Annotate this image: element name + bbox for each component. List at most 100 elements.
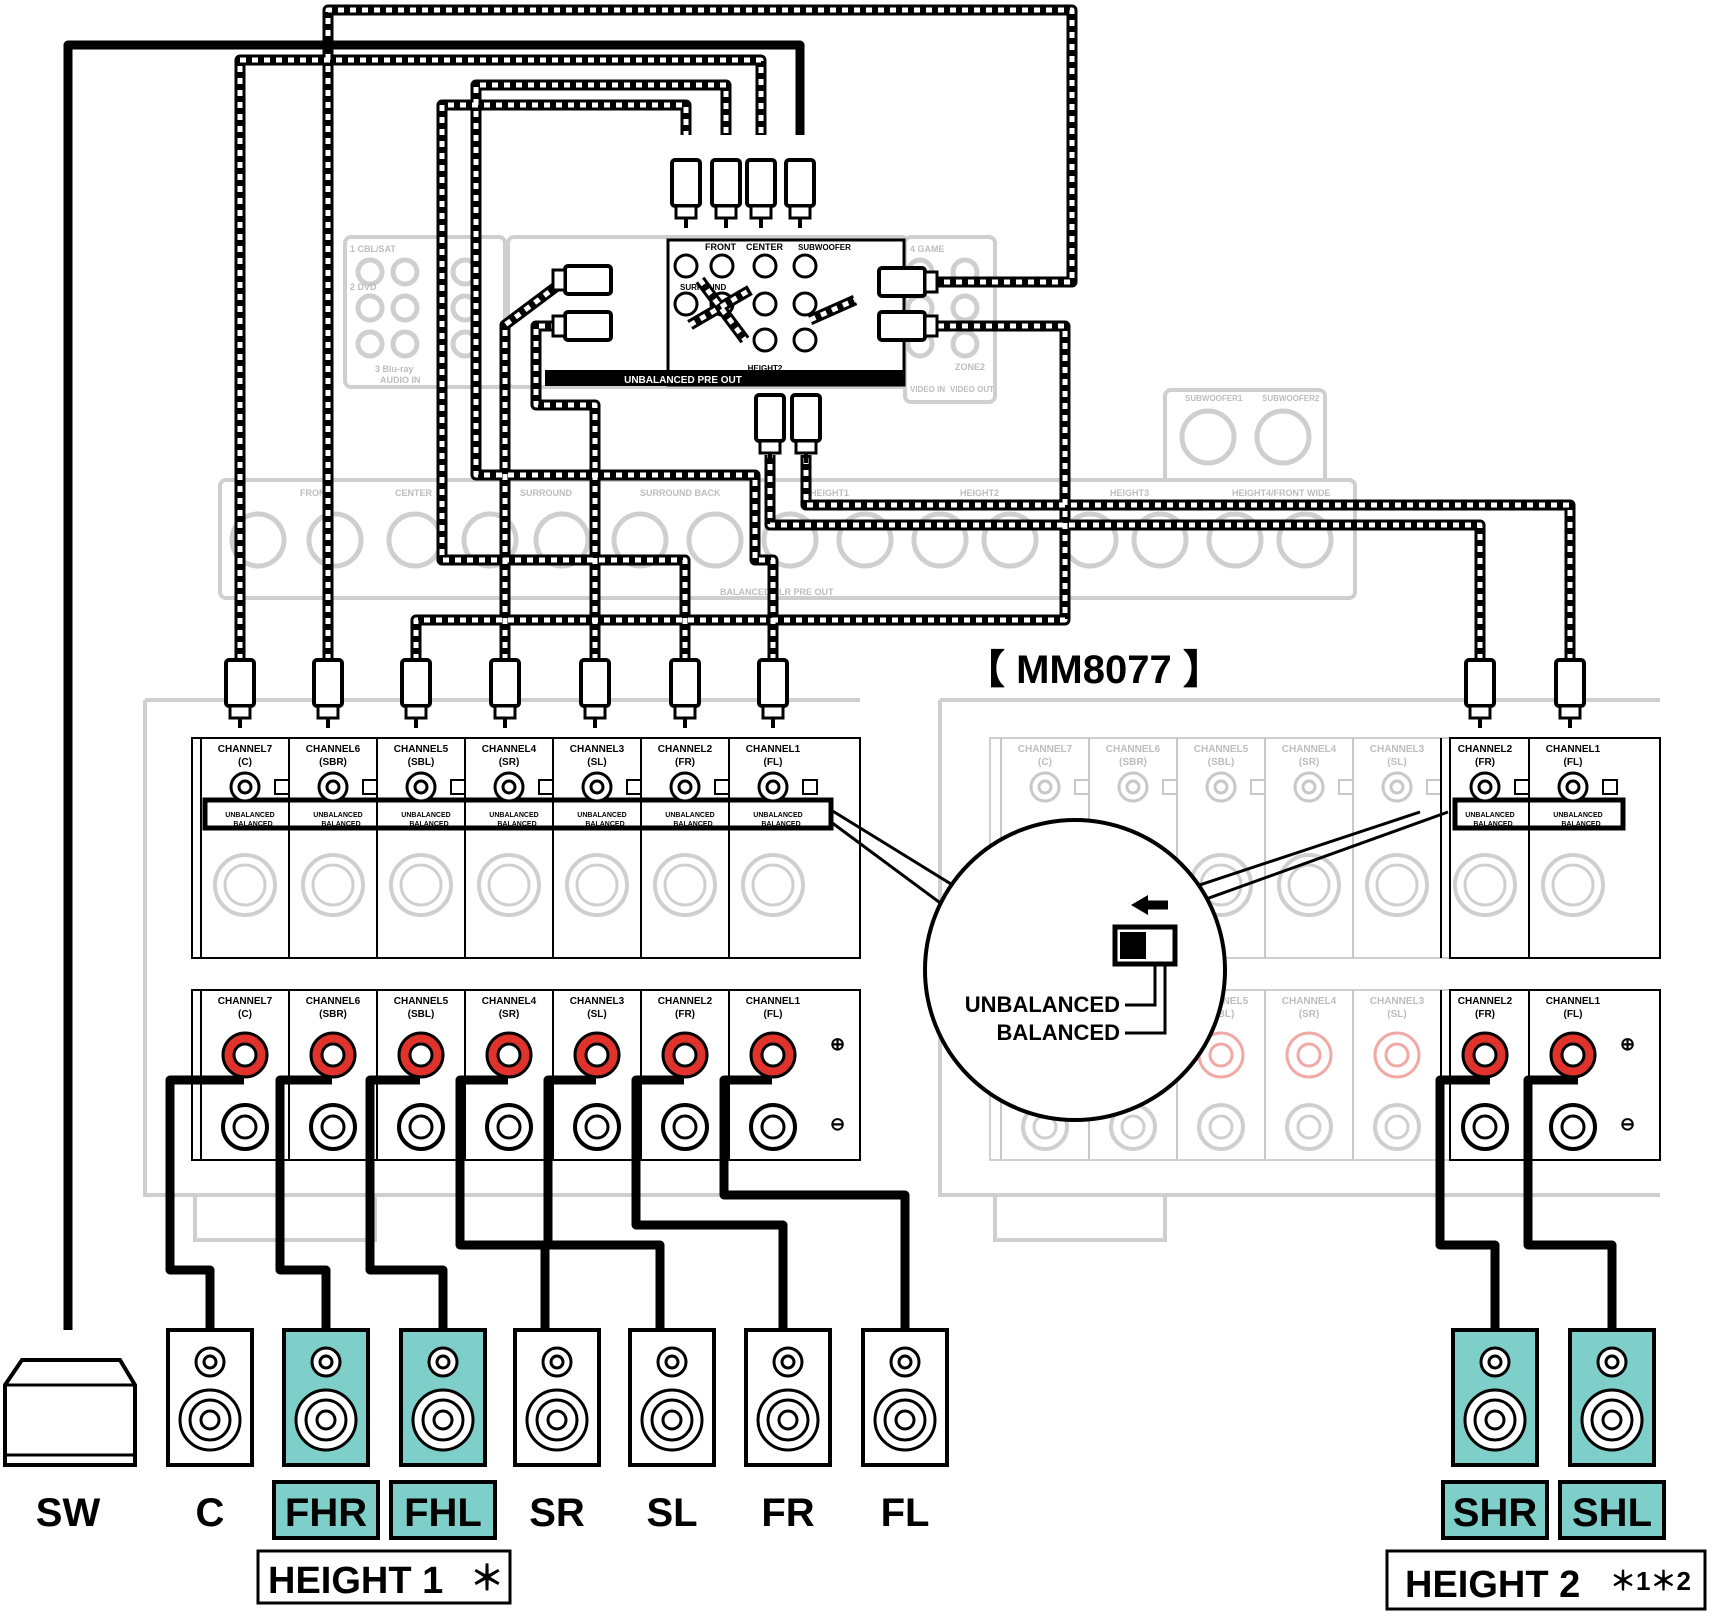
channel-name: CHANNEL6 <box>306 996 361 1007</box>
zone2-label: ZONE2 <box>955 362 985 372</box>
rca-plug <box>669 658 701 728</box>
height2-group: HEIGHT 2 ＊1＊2 <box>1385 1549 1707 1611</box>
channel-name: CHANNEL6 <box>1106 744 1161 755</box>
balance-switch[interactable] <box>450 779 466 795</box>
channel-name: CHANNEL4 <box>1282 996 1337 1007</box>
channel-strip: CHANNEL2(FR)UNBALANCEDBALANCEDCHANNEL2(F… <box>1440 738 1530 1160</box>
channel-name: CHANNEL4 <box>482 996 537 1007</box>
rca-plug <box>551 264 613 296</box>
rca-plug <box>551 310 613 342</box>
speaker-shl: SHL <box>1558 1328 1666 1540</box>
speaker-c: C <box>166 1328 254 1535</box>
channel-sub: (SBR) <box>319 1009 347 1020</box>
rca-plug <box>224 658 256 728</box>
channel-name: CHANNEL1 <box>746 996 801 1007</box>
switch-unbalanced-label: UNBALANCED <box>489 812 538 819</box>
receiver-panel: 1 CBL/SAT 2 DVD 3 Blu-ray 4 GAME AUDIO I… <box>218 235 1357 600</box>
channel-sub: (SBL) <box>408 1009 435 1020</box>
speaker-fhl: FHL <box>389 1328 497 1540</box>
zoom-balanced-label: BALANCED <box>997 1020 1120 1045</box>
channel-sub: (FL) <box>764 757 783 768</box>
speaker-label: C <box>196 1491 225 1535</box>
pre-out-height2: HEIGHT2 <box>748 364 783 373</box>
channel-name: CHANNEL7 <box>1018 744 1073 755</box>
height1-note: ＊ <box>470 1560 504 1598</box>
channel-name: CHANNEL7 <box>218 744 273 755</box>
balance-switch[interactable] <box>1074 779 1090 795</box>
balance-switch[interactable] <box>626 779 642 795</box>
channel-sub: (SR) <box>499 757 520 768</box>
balance-switch[interactable] <box>1338 779 1354 795</box>
height2-label: HEIGHT 2 <box>1405 1564 1580 1606</box>
balance-switch[interactable] <box>1514 779 1530 795</box>
channel-sub: (SR) <box>499 1009 520 1020</box>
speaker-label: FHL <box>404 1491 482 1535</box>
channel-strip: CHANNEL1(FL)UNBALANCEDBALANCEDCHANNEL1(F… <box>728 738 818 1160</box>
switch-balanced-label: BALANCED <box>761 821 800 828</box>
channel-sub: (C) <box>1038 757 1052 768</box>
balance-switch[interactable] <box>802 779 818 795</box>
channel-sub: (SL) <box>587 1009 606 1020</box>
channel-strip: CHANNEL3(SL)UNBALANCEDBALANCEDCHANNEL3(S… <box>552 738 642 1160</box>
video-out-label: VIDEO OUT <box>950 385 994 394</box>
channel-sub: (FL) <box>764 1009 783 1020</box>
channel-name: CHANNEL1 <box>1546 744 1601 755</box>
balance-switch[interactable] <box>538 779 554 795</box>
switch-unbalanced-label: UNBALANCED <box>753 812 802 819</box>
channel-name: CHANNEL3 <box>570 744 625 755</box>
plus-sign: ⊕ <box>830 1034 845 1054</box>
speaker-label: FL <box>881 1491 930 1535</box>
speaker-label: SHL <box>1572 1491 1652 1535</box>
switch-balanced-label: BALANCED <box>497 821 536 828</box>
switch-zoom-callout: UNBALANCED BALANCED <box>830 808 1449 1122</box>
balance-switch[interactable] <box>1250 779 1266 795</box>
channel-name: CHANNEL3 <box>570 996 625 1007</box>
channel-name: CHANNEL2 <box>1458 996 1513 1007</box>
rca-plug <box>400 658 432 728</box>
channel-sub: (FL) <box>1564 757 1583 768</box>
channel-sub: (SBL) <box>1208 1009 1235 1020</box>
balance-switch[interactable] <box>1602 779 1618 795</box>
balance-switch[interactable] <box>362 779 378 795</box>
height1-group: HEIGHT 1 ＊ <box>256 1549 512 1605</box>
model-label: 【 MM8077 】 <box>965 648 1223 692</box>
speaker-fr: FR <box>744 1328 832 1535</box>
audio-in-label: AUDIO IN <box>380 375 421 385</box>
speaker-label: SR <box>529 1491 585 1535</box>
rca-plug <box>312 658 344 728</box>
channel-sub: (FR) <box>675 1009 695 1020</box>
pre-out-front: FRONT <box>705 242 736 252</box>
input-label-cbl: 1 CBL/SAT <box>350 244 396 254</box>
channel-strip: CHANNEL5(SBL)UNBALANCEDBALANCEDCHANNEL5(… <box>376 738 466 1160</box>
height1-label: HEIGHT 1 <box>268 1560 443 1602</box>
xlr-height4: HEIGHT4/FRONT WIDE <box>1232 488 1331 498</box>
speaker-label: SW <box>36 1491 101 1535</box>
switch-unbalanced-label: UNBALANCED <box>1553 812 1602 819</box>
balance-switch[interactable] <box>1162 779 1178 795</box>
channel-name: CHANNEL2 <box>658 996 713 1007</box>
channel-sub: (C) <box>238 757 252 768</box>
switch-unbalanced-label: UNBALANCED <box>225 812 274 819</box>
input-label-dvd: 2 DVD <box>350 282 377 292</box>
plus-sign-right: ⊕ <box>1620 1034 1635 1054</box>
balance-switch[interactable] <box>274 779 290 795</box>
input-label-bluray: 3 Blu-ray <box>375 364 414 374</box>
pre-out-center: CENTER <box>746 242 784 252</box>
pre-out-subwoofer: SUBWOOFER <box>798 243 851 252</box>
channel-name: CHANNEL1 <box>1546 996 1601 1007</box>
speaker-shr: SHR <box>1441 1328 1549 1540</box>
speaker-sw: SW <box>3 1358 137 1535</box>
speaker-fl: FL <box>861 1328 949 1535</box>
zoom-unbalanced-label: UNBALANCED <box>965 992 1120 1017</box>
channel-name: CHANNEL5 <box>394 996 449 1007</box>
speaker-label: FR <box>761 1491 814 1535</box>
switch-balanced-label: BALANCED <box>1473 821 1512 828</box>
balance-switch[interactable] <box>714 779 730 795</box>
xlr-center: CENTER <box>395 488 433 498</box>
rca-plug <box>1464 658 1496 728</box>
speaker-sr: SR <box>513 1328 601 1535</box>
balance-switch[interactable] <box>1426 779 1442 795</box>
rca-plug <box>670 158 702 228</box>
channel-sub: (SR) <box>1299 1009 1320 1020</box>
